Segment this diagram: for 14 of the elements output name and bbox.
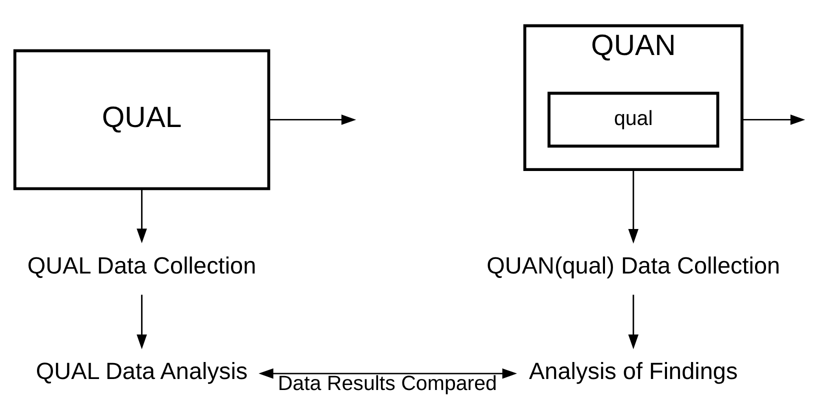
node-text: QUAL Data Analysis xyxy=(35,358,248,384)
arrow xyxy=(628,170,638,244)
arrow xyxy=(136,294,146,350)
node-text: QUAN(qual) Data Collection xyxy=(486,252,780,278)
arrow xyxy=(628,294,638,350)
node-box: qual xyxy=(547,92,719,148)
arrow xyxy=(136,188,146,244)
arrow xyxy=(741,114,805,125)
arrow xyxy=(258,368,516,379)
node-text: QUAL Data Collection xyxy=(26,252,256,278)
node-box: QUAL xyxy=(12,49,270,190)
edge-label: Data Results Compared xyxy=(277,372,496,395)
arrow xyxy=(268,114,356,125)
node-text: Analysis of Findings xyxy=(528,358,738,384)
